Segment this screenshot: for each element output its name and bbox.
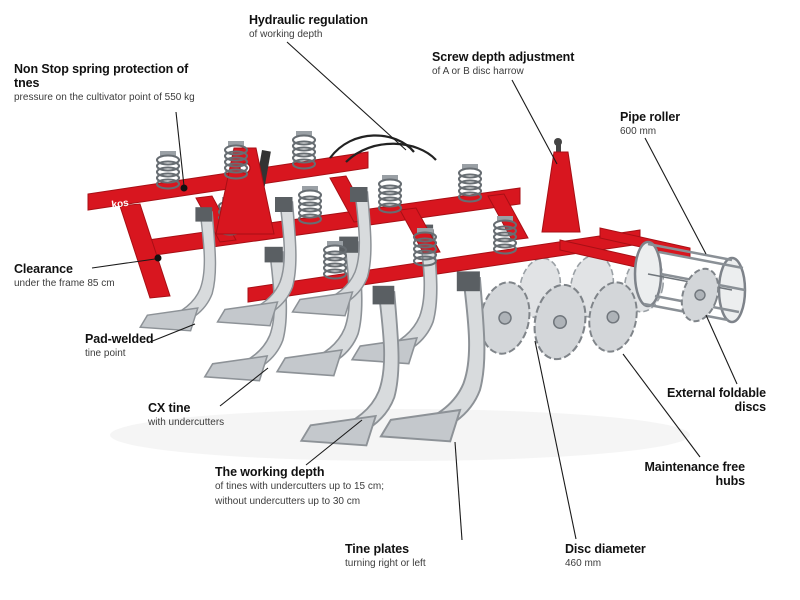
leader-hydraulic — [286, 41, 407, 151]
rear-mast — [541, 151, 581, 233]
leader-screw — [511, 79, 558, 165]
leader-padwelded — [149, 323, 196, 343]
label-title: Clearance — [14, 262, 73, 276]
leader-pipe-roller — [644, 137, 707, 255]
leader-external — [705, 314, 738, 385]
label-subtext: under the frame 85 cm — [14, 278, 115, 289]
label-title: Pad-welded — [85, 332, 154, 346]
label-maintenance-free-hubs: Maintenance free hubs — [633, 460, 745, 488]
label-title: Tine plates — [345, 542, 409, 556]
external-foldable-disc — [680, 267, 720, 323]
leader-discdiameter — [534, 340, 577, 540]
leader-clearance — [91, 258, 156, 269]
leader-dot-clearance — [154, 254, 162, 262]
label-title: Screw depth adjustment — [432, 50, 575, 64]
leader-lines — [91, 41, 738, 541]
label-subtext: tine point — [85, 348, 126, 359]
label-subtext: of A or B disc harrow — [432, 66, 524, 77]
label-tine-plates: Tine plates turning right or left — [345, 542, 426, 571]
label-title: External foldable discs — [666, 386, 766, 414]
leader-nonstop — [175, 111, 185, 187]
label-title: CX tine — [148, 401, 191, 415]
hydraulic-hoses — [329, 134, 437, 163]
label-cx-tine: CX tine with undercutters — [148, 401, 224, 430]
label-subtext: 460 mm — [565, 558, 602, 569]
leader-hubs — [622, 353, 701, 458]
leader-workingdepth — [305, 419, 363, 466]
left-side-plate — [119, 203, 171, 299]
label-non-stop-spring-protection: Non Stop spring protection of tnes press… — [14, 62, 206, 105]
leader-tineplates — [454, 441, 463, 541]
cultivator-body: kos — [87, 129, 747, 447]
label-title: Hydraulic regulation — [249, 13, 368, 27]
label-title: Disc diameter — [565, 542, 646, 556]
label-external-foldable-discs: External foldable discs — [658, 386, 766, 414]
label-subtext: without undercutters up to 30 cm — [215, 495, 361, 507]
label-hydraulic-regulation: Hydraulic regulation of working depth — [249, 13, 368, 42]
label-pipe-roller: Pipe roller 600 mm — [620, 110, 680, 139]
label-subtext: pressure on the cultivator point of 550 … — [14, 92, 195, 103]
leader-dot-nonstop — [180, 184, 188, 192]
label-title: The working depth — [215, 465, 325, 479]
label-subtext: of working depth — [249, 29, 323, 40]
brand-mark: kos — [111, 198, 130, 211]
label-subtext: of tines with undercutters up to 15 cm; — [215, 481, 384, 492]
label-pad-welded: Pad-welded tine point — [85, 332, 154, 361]
label-screw-depth-adjustment: Screw depth adjustment of A or B disc ha… — [432, 50, 574, 79]
leader-cxtine — [219, 367, 269, 407]
label-title: Maintenance free hubs — [644, 460, 745, 488]
screw-adjuster-handle — [554, 138, 562, 146]
label-subtext: with undercutters — [148, 417, 225, 428]
label-disc-diameter: Disc diameter 460 mm — [565, 542, 646, 571]
label-clearance: Clearance under the frame 85 cm — [14, 262, 115, 291]
label-title: Pipe roller — [620, 110, 681, 124]
label-subtext: 600 mm — [620, 126, 657, 137]
front-disc-gang — [474, 277, 643, 365]
label-working-depth: The working depth of tines with undercut… — [215, 465, 384, 509]
label-subtext: turning right or left — [345, 558, 426, 569]
label-title: Non Stop spring protection of tnes — [14, 62, 189, 90]
